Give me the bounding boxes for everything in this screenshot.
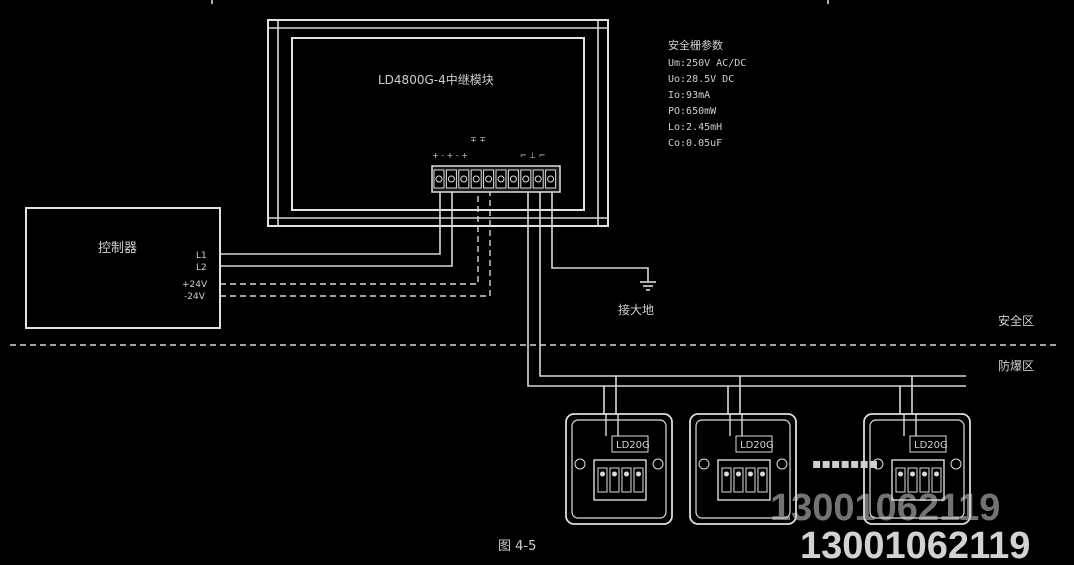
- terminal-screw: [472, 175, 480, 183]
- svg-text:⌐ ⊥ ⌐: ⌐ ⊥ ⌐: [520, 151, 546, 160]
- safety-param: Io:93mA: [668, 90, 710, 101]
- detector-bus: [527, 192, 966, 414]
- terminal-screw: [460, 175, 468, 183]
- terminal-screw: [534, 175, 542, 183]
- ground-connection: 接大地: [551, 192, 656, 317]
- detector-ld20g: LD20G: [689, 413, 797, 525]
- terminal-cell: [470, 169, 482, 189]
- detector-label: LD20G: [616, 440, 650, 451]
- safety-param: Co:0.05uF: [668, 138, 722, 149]
- terminal-l1-label: L1: [196, 251, 207, 261]
- svg-text:∓ ∓: ∓ ∓: [470, 135, 486, 144]
- safety-parameters: 安全栅参数 Um:250V AC/DC Uo:28.5V DC Io:93mA …: [668, 38, 746, 149]
- detector-label: LD20G: [914, 440, 948, 451]
- terminal-cell: [445, 169, 457, 189]
- detector-group: LD20G LD20G LD20G: [565, 413, 971, 525]
- detector-ld20g: LD20G: [565, 413, 673, 525]
- terminal-minus24-label: -24V: [184, 292, 206, 302]
- terminal-l2-label: L2: [196, 263, 207, 273]
- terminal-screw: [485, 175, 493, 183]
- terminal-cell: [495, 169, 507, 189]
- terminal-screw: [547, 175, 555, 183]
- relay-module: LD4800G-4中继模块: [267, 19, 609, 227]
- safety-param: PO:650mW: [668, 106, 717, 117]
- controller-box: 控制器 L1 L2 +24V -24V: [25, 207, 221, 329]
- zone-safe-label: 安全区: [998, 313, 1034, 328]
- terminal-screw: [509, 175, 517, 183]
- detector-ld20g: LD20G: [863, 413, 971, 525]
- controller-label: 控制器: [98, 241, 137, 256]
- terminal-cell: [458, 169, 470, 189]
- more-detectors-dots: ▪▪▪▪▪▪▪: [812, 456, 878, 472]
- zone-hazard-label: 防爆区: [998, 358, 1034, 373]
- figure-caption: 图 4-5: [498, 539, 536, 554]
- terminal-cell: [545, 169, 557, 189]
- terminal-cell: [483, 169, 495, 189]
- terminal-cell: [520, 169, 532, 189]
- terminal-cell: [507, 169, 519, 189]
- detector-label: LD20G: [740, 440, 774, 451]
- terminal-screw: [447, 175, 455, 183]
- module-terminal-block: + - + - + ∓ ∓ ⌐ ⊥ ⌐: [431, 135, 561, 193]
- controller-wires: [220, 192, 491, 297]
- watermark-text: 13001062119: [770, 487, 1000, 529]
- module-label: LD4800G-4中继模块: [378, 72, 494, 87]
- watermark-text: 13001062119: [800, 525, 1030, 565]
- safety-title: 安全栅参数: [668, 38, 723, 52]
- zone-boundary: 安全区 防爆区: [10, 313, 1060, 373]
- terminal-cell: [532, 169, 544, 189]
- safety-param: Uo:28.5V DC: [668, 74, 734, 85]
- terminal-plus24-label: +24V: [182, 280, 208, 290]
- terminal-cell: [433, 169, 445, 189]
- ground-label: 接大地: [618, 302, 654, 317]
- svg-text:+ - + - +: + - + - +: [432, 151, 468, 160]
- terminal-screw: [522, 175, 530, 183]
- terminal-screw: [435, 175, 443, 183]
- safety-param: Um:250V AC/DC: [668, 58, 746, 69]
- terminal-screw: [497, 175, 505, 183]
- safety-param: Lo:2.45mH: [668, 122, 722, 133]
